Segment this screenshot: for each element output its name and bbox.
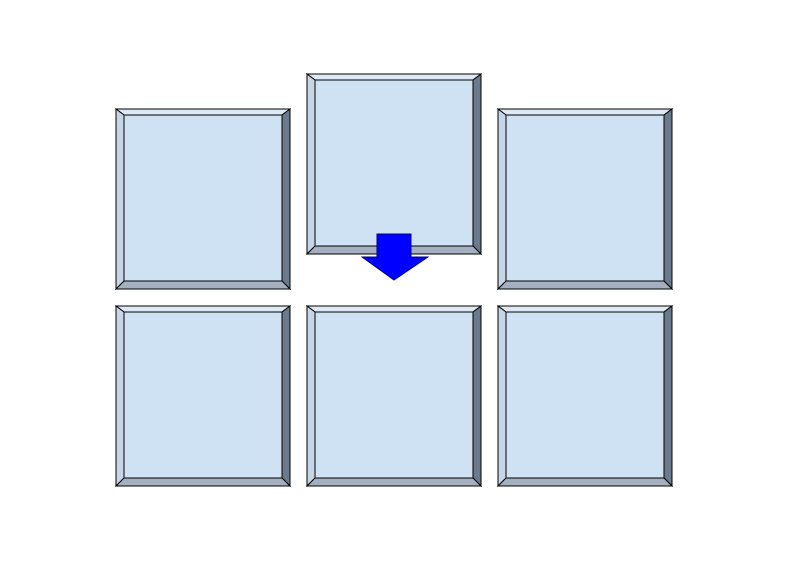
tile-top-center-raised	[306, 73, 482, 255]
tile-bottom-left	[115, 305, 291, 487]
tile-bottom-center	[306, 305, 482, 487]
tile-top-right	[497, 108, 673, 290]
down-arrow-icon	[360, 233, 430, 281]
tile-top-left	[115, 108, 291, 290]
tile-bottom-right	[497, 305, 673, 487]
